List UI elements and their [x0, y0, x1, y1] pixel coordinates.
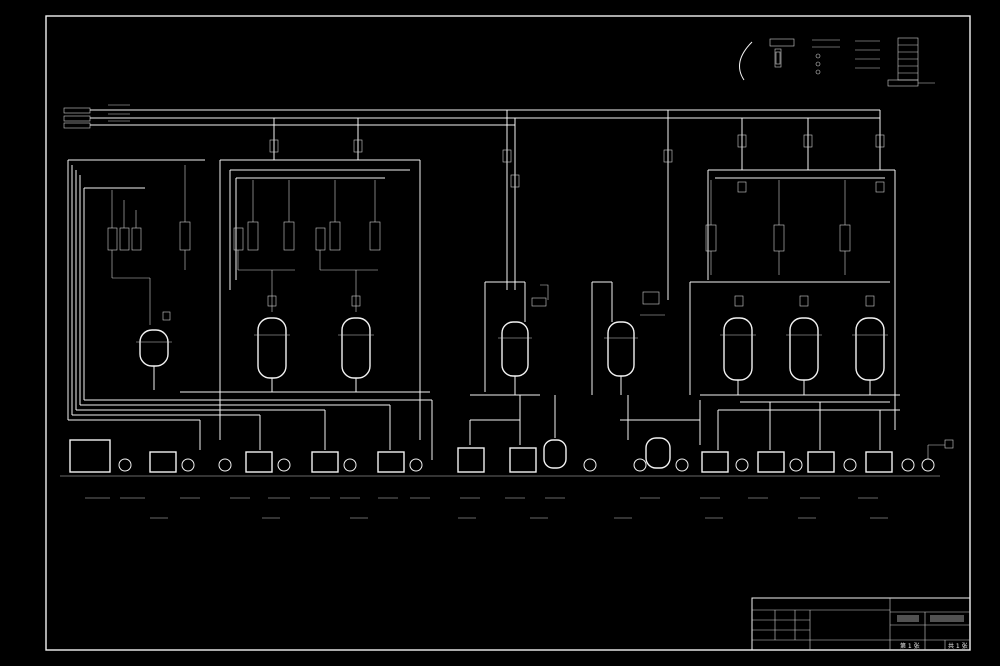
tank-t6: [457, 447, 485, 473]
title-block-frame: [751, 597, 971, 651]
tank-t7: [509, 447, 537, 473]
tank-t11: [865, 451, 893, 473]
coolers-left: [107, 165, 381, 325]
header-drops: [269, 110, 885, 300]
tank-t4: [311, 451, 339, 473]
equipment-tags: [85, 497, 888, 519]
tanks-and-pumps: [60, 437, 954, 477]
right-manifolds: [689, 169, 900, 450]
reactor-r1: [139, 329, 169, 367]
reactor-r2: [257, 317, 287, 379]
reactor-r7: [789, 317, 819, 381]
reactors: [136, 295, 900, 396]
reactor-r3: [341, 317, 371, 379]
reactor-r5: [607, 321, 635, 377]
drawing-border: [45, 15, 971, 651]
utility-headers: [63, 104, 880, 129]
reactor-r6: [723, 317, 753, 381]
tank-t8: [701, 451, 729, 473]
reactor-r4: [501, 321, 529, 377]
tank-t10: [807, 451, 835, 473]
middle-piping: [469, 281, 701, 445]
vessel-v2: [645, 437, 671, 469]
tank-t1: [69, 439, 111, 473]
tank-t3: [245, 451, 273, 473]
tank-t9: [757, 451, 785, 473]
sheet-number-label: 第 1 张: [900, 642, 920, 650]
left-manifolds: [67, 159, 433, 460]
reactor-r8: [855, 317, 885, 381]
tank-t5: [377, 451, 405, 473]
title-block: 第 1 张 共 1 张: [751, 597, 971, 651]
legend: [739, 37, 935, 87]
tank-t2: [149, 451, 177, 473]
vessel-v1: [543, 439, 567, 469]
sheet-total-label: 共 1 张: [948, 642, 968, 650]
